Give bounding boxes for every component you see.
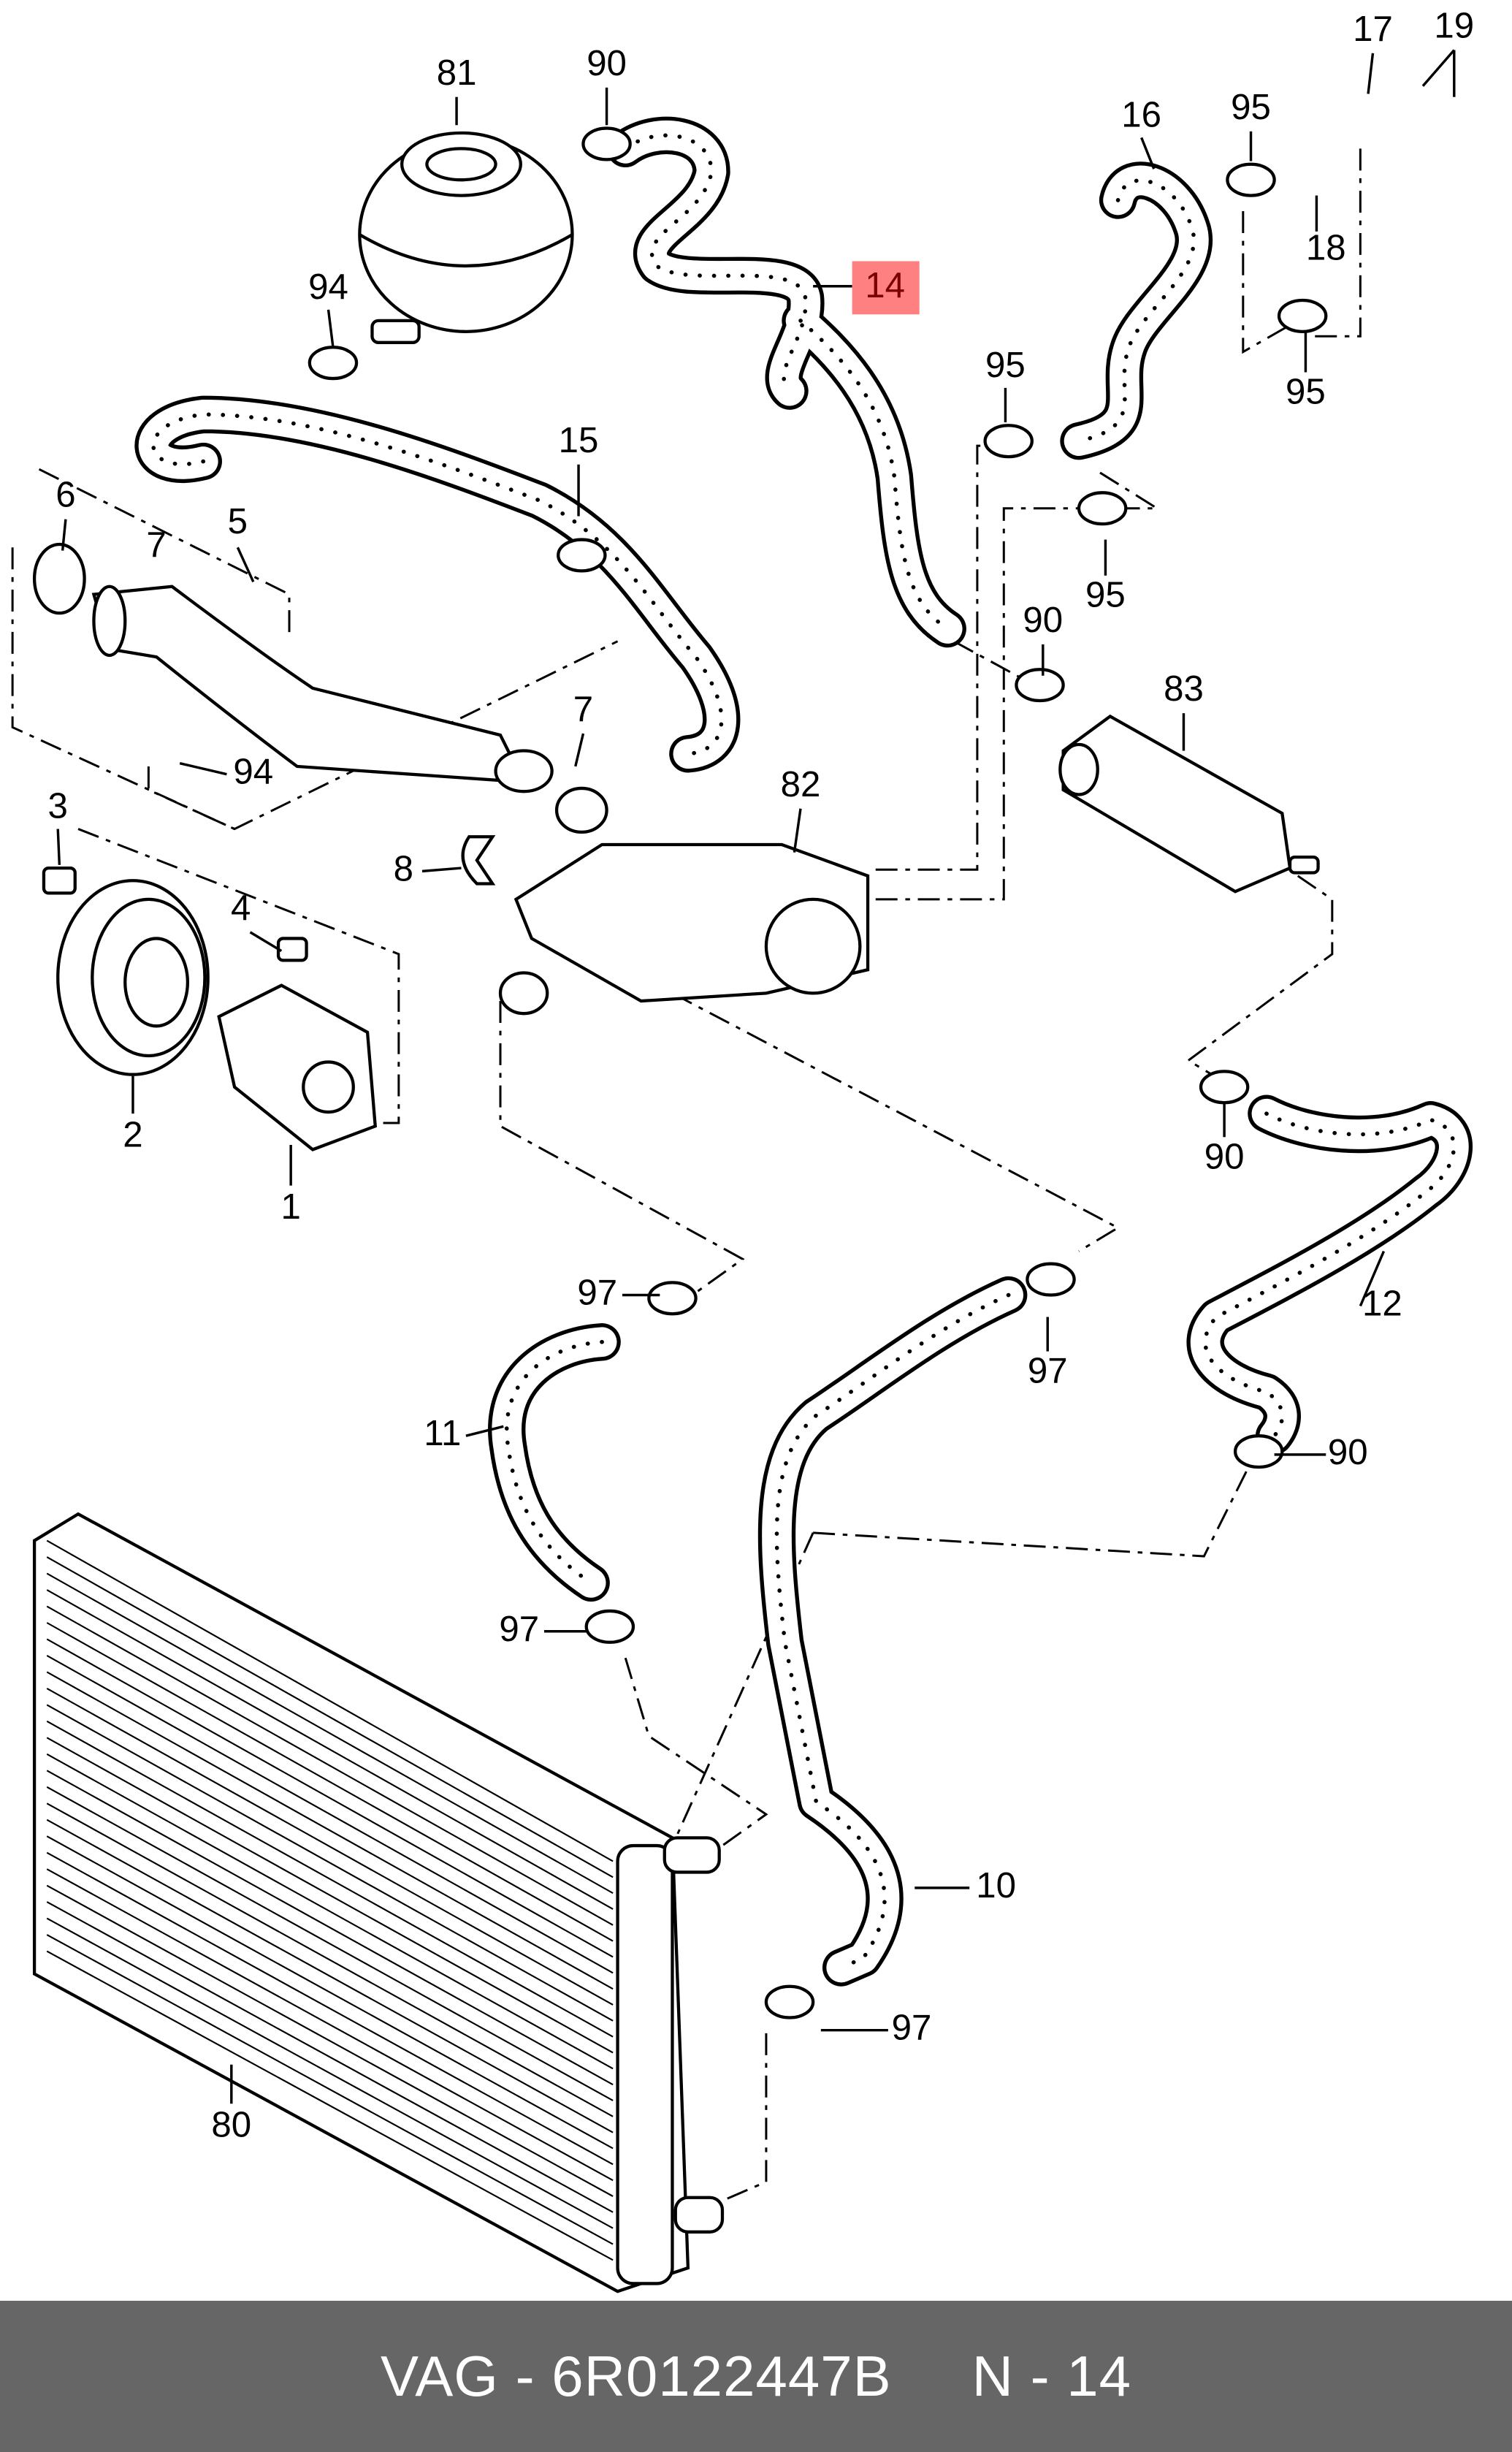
radiator-fin	[46, 1671, 614, 1990]
leader-lines	[56, 49, 1456, 2104]
hose-clamp-icon	[647, 1281, 698, 1316]
callout-90: 90	[1204, 1136, 1245, 1176]
callout-97: 97	[892, 2008, 932, 2048]
radiator-fin	[46, 1901, 614, 2213]
callout-94: 94	[233, 752, 273, 792]
radiator-fin	[46, 1539, 614, 1862]
hose-clamp-icon	[1233, 1434, 1284, 1469]
callout-12: 12	[1362, 1284, 1402, 1324]
hose-clamp-icon	[1226, 162, 1276, 197]
radiator-fin	[46, 1835, 614, 2150]
hose-clamp-icon	[581, 126, 632, 161]
radiator-fin	[46, 1851, 614, 2166]
radiator-fin	[46, 1770, 614, 2086]
highlight-box	[852, 261, 920, 315]
radiator-fin	[46, 1802, 614, 2117]
hose-12	[1186, 1094, 1473, 1455]
callout-95: 95	[1231, 87, 1271, 127]
radiator-fin	[46, 1819, 614, 2133]
callout-16: 16	[1121, 95, 1161, 135]
radiator-fin	[46, 1884, 614, 2197]
radiator-fin	[46, 1655, 614, 1974]
callout-3: 3	[48, 786, 68, 826]
callout-11: 11	[424, 1413, 461, 1453]
footer-bar: VAG - 6R0122447B N - 14	[0, 2301, 1512, 2452]
callout-95: 95	[1286, 371, 1326, 411]
radiator-fin	[46, 1720, 614, 2038]
callout-18: 18	[1306, 228, 1346, 268]
radiator-fin	[46, 1917, 614, 2229]
radiator-fin	[46, 1638, 614, 1958]
hose-14	[606, 116, 966, 648]
radiator-fin	[46, 1753, 614, 2070]
callout-17: 17	[1353, 9, 1393, 49]
callout-1: 1	[280, 1187, 300, 1227]
callout-14: 14	[865, 265, 905, 305]
hose-11	[488, 1323, 621, 1602]
callout-90: 90	[587, 43, 627, 83]
callout-5: 5	[228, 501, 248, 541]
callout-90: 90	[1328, 1432, 1368, 1472]
callout-7: 7	[573, 689, 593, 729]
callout-97: 97	[1028, 1351, 1068, 1391]
hose-clamp-icon	[983, 424, 1034, 459]
hose-clamps	[308, 126, 1328, 2019]
hose-clamp-icon	[1199, 1070, 1250, 1105]
radiator-fin	[46, 1572, 614, 1895]
callout-81: 81	[437, 53, 477, 93]
hose-clamp-icon	[1015, 668, 1065, 703]
callout-80: 80	[211, 2104, 251, 2144]
radiator-fin	[46, 1589, 614, 1910]
radiator-fin	[46, 1687, 614, 2006]
callout-82: 82	[781, 764, 821, 804]
engine-components	[32, 542, 1320, 1151]
hose-16	[1060, 161, 1213, 460]
radiator-fin	[46, 1605, 614, 1926]
hose-clamp-icon	[308, 346, 359, 381]
hose-clamp-icon	[764, 1984, 815, 2019]
part-number: VAG - 6R0122447B	[380, 2344, 892, 2408]
radiator-fin	[46, 1934, 614, 2245]
callout-6: 6	[56, 475, 75, 515]
radiator-fin	[46, 1868, 614, 2182]
callout-95: 95	[1085, 575, 1126, 615]
radiator	[32, 1512, 725, 2293]
radiator-fin	[46, 1622, 614, 1942]
callout-95: 95	[985, 345, 1026, 385]
callout-94: 94	[308, 267, 348, 307]
radiator-fin	[46, 1737, 614, 2054]
callout-97: 97	[577, 1273, 617, 1313]
hoses	[134, 116, 1473, 1987]
hose-15	[134, 395, 741, 773]
radiator-fin	[46, 1704, 614, 2022]
callout-4: 4	[231, 888, 251, 928]
callout-10: 10	[976, 1865, 1016, 1905]
hose-clamp-icon	[1026, 1262, 1076, 1297]
callout-7: 7	[146, 525, 166, 565]
callout-2: 2	[123, 1114, 142, 1154]
radiator-fin	[46, 1786, 614, 2101]
hose-10	[757, 1276, 1028, 1987]
expansion-tank	[358, 131, 574, 344]
callout-15: 15	[559, 420, 599, 460]
hose-clamp-icon	[584, 1609, 635, 1644]
callout-8: 8	[394, 848, 413, 888]
hose-clamp-icon	[557, 538, 607, 573]
callout-83: 83	[1164, 669, 1204, 709]
callout-97: 97	[499, 1609, 539, 1649]
radiator-fin	[46, 1950, 614, 2261]
page-reference: N - 14	[971, 2344, 1132, 2408]
hose-clamp-icon	[1077, 491, 1128, 526]
radiator-fin	[46, 1556, 614, 1878]
hose-clamp-icon	[1277, 298, 1328, 333]
callout-19: 19	[1434, 6, 1474, 46]
callout-90: 90	[1023, 600, 1063, 640]
